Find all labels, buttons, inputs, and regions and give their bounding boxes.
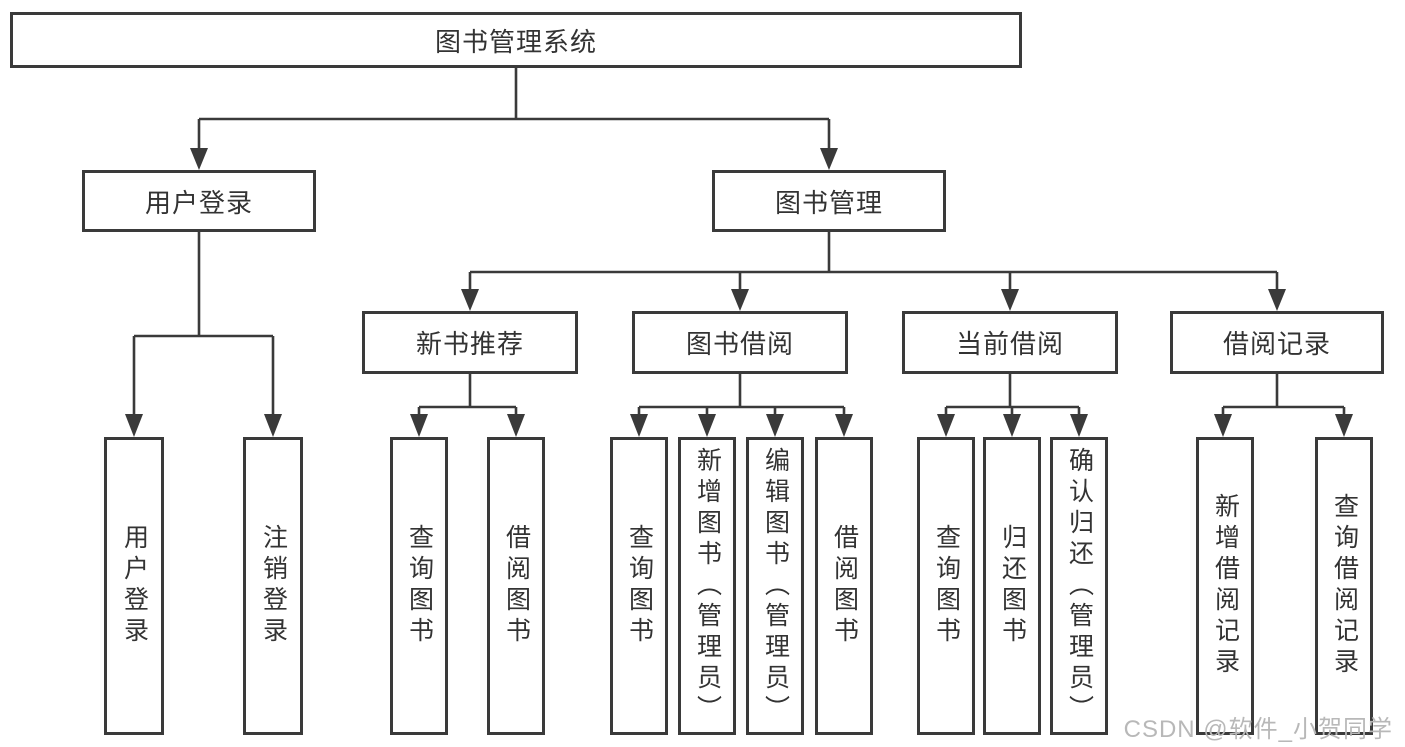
node-label: 编辑图书（管理员） [761,446,790,726]
node-label: 查询图书 [932,524,961,648]
node-label: 图书借阅 [685,329,794,359]
leaf-user-login: 用户登录 [104,437,164,735]
leaf-recommend-query-books: 查询图书 [390,437,448,735]
node-user-login: 用户登录 [82,170,316,232]
node-label: 借阅图书 [502,524,531,648]
node-new-book-recommend: 新书推荐 [362,311,578,374]
node-label: 借阅记录 [1222,329,1331,359]
node-current-borrow: 当前借阅 [902,311,1118,374]
node-label: 查询图书 [625,524,654,648]
node-label: 注销登录 [259,524,288,648]
leaf-edit-books-admin: 编辑图书（管理员） [746,437,804,735]
node-label: 当前借阅 [955,329,1064,359]
leaf-return-books: 归还图书 [983,437,1041,735]
node-label: 用户登录 [120,524,149,648]
leaf-query-borrow-record: 查询借阅记录 [1315,437,1373,735]
leaf-borrow-query-books: 查询图书 [610,437,668,735]
node-borrow-records: 借阅记录 [1170,311,1384,374]
node-label: 查询借阅记录 [1330,493,1359,679]
leaf-confirm-return-admin: 确认归还（管理员） [1050,437,1108,735]
node-label: 图书管理 [774,187,883,218]
node-label: 新增借阅记录 [1211,493,1240,679]
node-label: 归还图书 [998,524,1027,648]
node-label: 图书管理系统 [434,26,597,57]
node-label: 查询图书 [405,524,434,648]
node-book-borrow: 图书借阅 [632,311,848,374]
node-label: 借阅图书 [830,524,859,648]
node-label: 用户登录 [144,187,253,218]
node-label: 确认归还（管理员） [1065,446,1094,726]
leaf-add-borrow-record: 新增借阅记录 [1196,437,1254,735]
leaf-add-books-admin: 新增图书（管理员） [678,437,736,735]
leaf-logout: 注销登录 [243,437,303,735]
node-book-management: 图书管理 [712,170,946,232]
node-label: 新增图书（管理员） [693,446,722,726]
leaf-recommend-borrow-books: 借阅图书 [487,437,545,735]
leaf-current-query-books: 查询图书 [917,437,975,735]
node-label: 新书推荐 [415,329,524,359]
leaf-borrow-books: 借阅图书 [815,437,873,735]
node-library-system: 图书管理系统 [10,12,1022,68]
